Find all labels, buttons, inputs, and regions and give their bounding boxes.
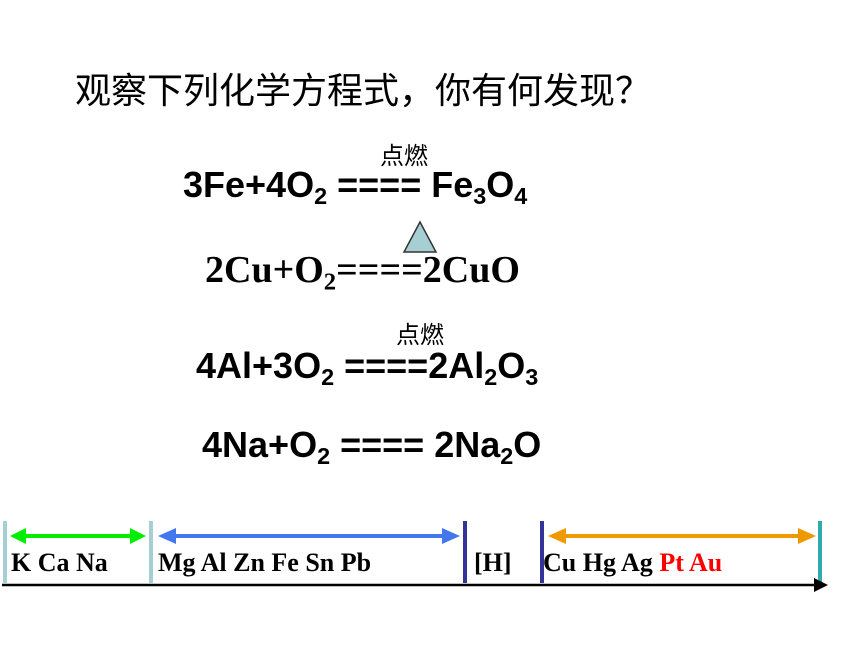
product-part: Fe — [421, 164, 474, 205]
metal-pt: Pt — [659, 548, 684, 577]
equals-arrow: ==== — [336, 249, 423, 291]
subscript: 2 — [484, 364, 498, 391]
divider-bar — [818, 521, 822, 583]
metal-au: Au — [688, 548, 723, 577]
equals-arrow: ==== — [337, 164, 422, 205]
product-part: O — [513, 424, 542, 465]
question-title: 观察下列化学方程式，你有何发现？ — [75, 71, 652, 112]
metals-group-3-black: Cu Hg Ag — [543, 548, 653, 577]
condition-ignite-1: 点燃 — [380, 142, 428, 170]
reactants: 2Cu+O — [205, 249, 324, 291]
equation-aluminum-oxygen: 4Al+3O2 ====2Al2O3 — [196, 345, 538, 391]
metals-group-2: Mg Al Zn Fe Sn Pb — [158, 548, 372, 577]
divider-bar — [463, 521, 467, 583]
equals-arrow: ==== — [344, 345, 429, 386]
activity-series-graphic — [2, 521, 828, 592]
equals-arrow: ==== — [340, 424, 425, 465]
equation-sodium-oxygen: 4Na+O2 ==== 2Na2O — [202, 424, 541, 470]
equation-iron-oxygen: 3Fe+4O2 ==== Fe3O4 — [183, 164, 527, 210]
subscript: 2 — [321, 364, 335, 391]
metals-group-1: K Ca Na — [11, 548, 108, 577]
heating-triangle-icon — [402, 220, 438, 253]
subscript: 2 — [317, 443, 331, 470]
reactants: 3Fe+4O — [183, 164, 315, 205]
subscript: 2 — [500, 443, 514, 470]
hydrogen-label: [H] — [474, 548, 512, 577]
divider-bar — [3, 521, 7, 583]
reactants: 4Al+3O — [196, 345, 322, 386]
reactants: 4Na+O — [202, 424, 318, 465]
blue-double-arrow — [158, 528, 460, 544]
product-part: O — [497, 345, 526, 386]
product-part: O — [486, 164, 515, 205]
subscript: 2 — [314, 183, 328, 210]
metals-group-3: Cu Hg Ag Pt Au — [543, 548, 722, 578]
product: 2CuO — [422, 249, 520, 291]
green-double-arrow — [10, 528, 146, 544]
subscript: 4 — [514, 183, 528, 210]
divider-bar — [149, 521, 153, 583]
condition-ignite-2: 点燃 — [396, 321, 444, 349]
subscript: 2 — [323, 268, 337, 296]
equation-copper-oxygen: 2Cu+O2====2CuO — [205, 248, 520, 296]
orange-double-arrow — [548, 528, 816, 544]
subscript: 3 — [473, 183, 487, 210]
subscript: 3 — [525, 364, 539, 391]
divider-bar — [540, 521, 544, 583]
baseline-arrow — [2, 578, 828, 592]
product-part: 2Na — [424, 424, 501, 465]
product-part: 2Al — [428, 345, 485, 386]
